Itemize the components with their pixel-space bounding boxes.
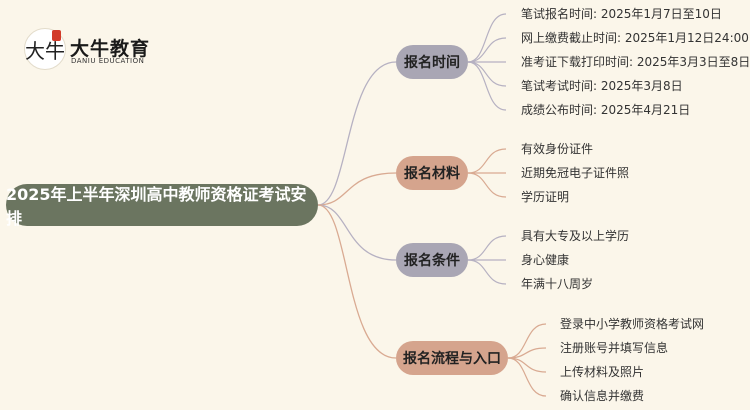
leaf-item: 学历证明 <box>521 190 570 204</box>
root-node: 2025年上半年深圳高中教师资格证考试安排 <box>6 184 318 228</box>
leaf-item: 确认信息并缴费 <box>560 389 645 403</box>
branch-registration-conditions: 报名条件 <box>396 243 468 277</box>
leaf-item: 近期免冠电子证件照 <box>521 166 630 180</box>
logo-subtitle: DANIU EDUCATION <box>71 57 145 65</box>
leaf-item: 上传材料及照片 <box>560 365 645 379</box>
branch-registration-process: 报名流程与入口 <box>396 341 508 375</box>
leaf-item: 成绩公布时间: 2025年4月21日 <box>521 103 691 117</box>
leaf-item: 有效身份证件 <box>521 142 594 156</box>
leaf-item: 网上缴费截止时间: 2025年1月12日24:00 <box>521 31 749 45</box>
leaf-item: 具有大专及以上学历 <box>521 229 630 243</box>
leaf-item: 笔试考试时间: 2025年3月8日 <box>521 79 683 93</box>
logo-seal-icon <box>52 30 61 41</box>
leaf-item: 登录中小学教师资格考试网 <box>560 317 705 331</box>
leaf-item: 准考证下载打印时间: 2025年3月3日至8日 <box>521 55 750 69</box>
leaf-item: 注册账号并填写信息 <box>560 341 669 355</box>
logo-name: 大牛教育 <box>70 38 151 60</box>
leaf-item: 年满十八周岁 <box>521 277 594 291</box>
branch-registration-time: 报名时间 <box>396 45 468 79</box>
leaf-item: 身心健康 <box>521 253 570 267</box>
brand-logo: 大牛 大牛教育 DANIU EDUCATION <box>24 28 164 72</box>
leaf-item: 笔试报名时间: 2025年1月7日至10日 <box>521 7 722 21</box>
branch-registration-materials: 报名材料 <box>396 156 468 190</box>
